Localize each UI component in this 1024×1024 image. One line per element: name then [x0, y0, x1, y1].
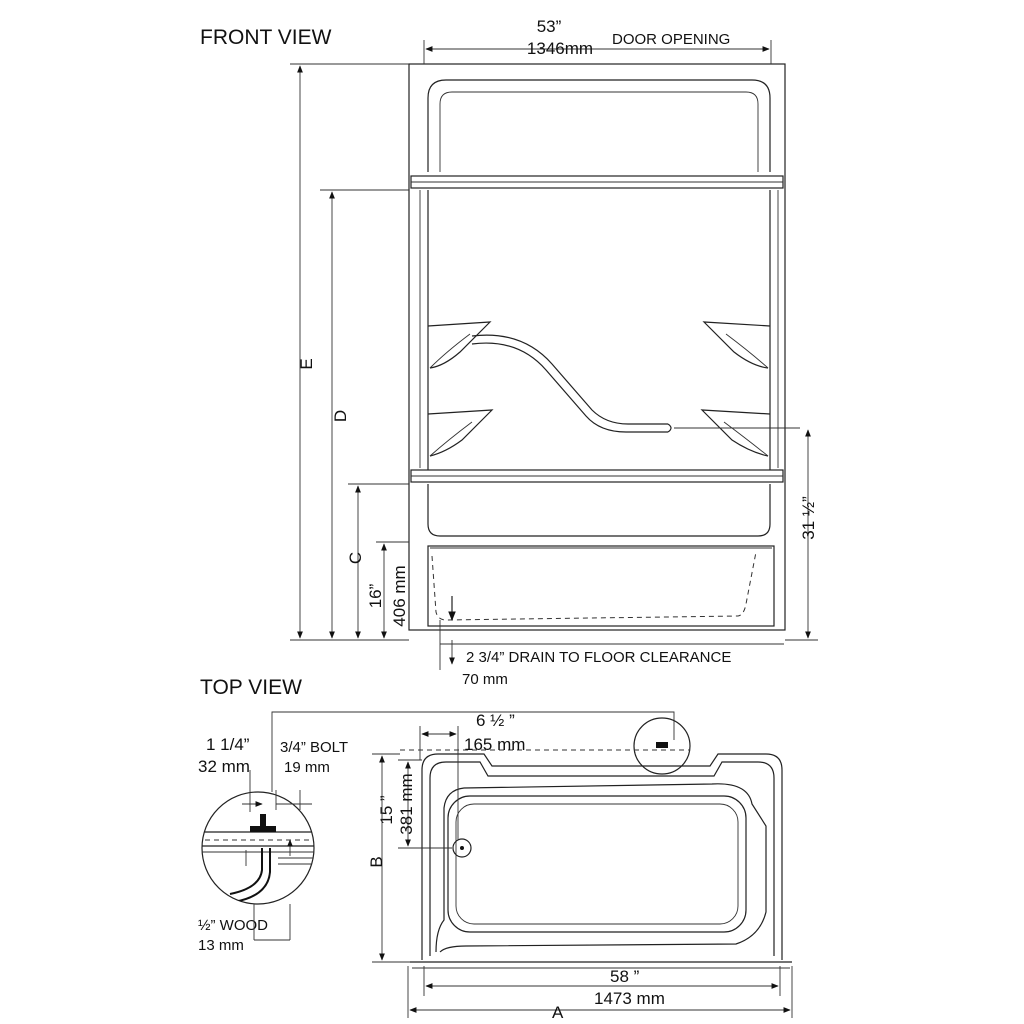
valve-height-inches: 31 ½”: [799, 496, 818, 540]
dimension-a: A: [407, 966, 793, 1022]
door-opening-label: DOOR OPENING: [612, 31, 730, 48]
drain-offset-mm: 165 mm: [464, 735, 525, 754]
detail-width-mm: 32 mm: [198, 757, 250, 776]
width-inches: 58 ”: [610, 967, 640, 986]
bolt-inches: 3/4” BOLT: [280, 739, 348, 756]
dimension-d: D: [320, 189, 409, 639]
dimension-e: E: [290, 63, 409, 641]
label-a: A: [552, 1003, 564, 1022]
drain-depth-inches: 15 ”: [377, 795, 396, 825]
drain-depth-mm: 381 mm: [397, 773, 416, 834]
label-d: D: [331, 410, 350, 422]
drain-depth-dimension: 15 ” 381 mm: [377, 759, 452, 849]
label-c: C: [346, 552, 365, 564]
drain-clearance-dimension: 2 3/4” DRAIN TO FLOOR CLEARANCE 70 mm: [439, 620, 784, 688]
door-opening-dimension: 53” 1346mm DOOR OPENING: [423, 17, 772, 64]
drain-clearance-inches: 2 3/4” DRAIN TO FLOOR CLEARANCE: [466, 649, 731, 666]
dimension-b: B: [367, 753, 410, 963]
door-opening-mm: 1346mm: [527, 39, 593, 58]
drain-clearance-mm: 70 mm: [462, 671, 508, 688]
width-mm: 1473 mm: [594, 989, 665, 1008]
wood-mm: 13 mm: [198, 937, 244, 954]
seat-height-dimension: 16” 406 mm: [366, 541, 409, 639]
seat-height-inches: 16”: [366, 583, 385, 608]
detail-width-inches: 1 1/4”: [206, 735, 250, 754]
wall-detail-labels: 1 1/4” 32 mm 3/4” BOLT 19 mm ½” WOOD 13 …: [198, 735, 348, 954]
label-b: B: [367, 856, 386, 867]
door-opening-inches: 53”: [537, 17, 562, 36]
dimension-c: C: [346, 483, 409, 639]
front-view-title: FRONT VIEW: [200, 26, 332, 49]
bolt-mm: 19 mm: [284, 759, 330, 776]
seat-height-mm: 406 mm: [390, 565, 409, 626]
wall-detail: [201, 791, 315, 905]
drain-offset-inches: 6 ½ ”: [476, 711, 515, 730]
front-view-drawing: [408, 63, 800, 631]
wood-inches: ½” WOOD: [198, 917, 268, 934]
tub-top-view: [400, 717, 792, 969]
drain-offset-dimension: 6 ½ ” 165 mm: [419, 711, 525, 840]
top-view-title: TOP VIEW: [200, 676, 302, 699]
valve-height-dimension: 31 ½”: [785, 429, 818, 641]
label-e: E: [297, 358, 316, 369]
detail-leader-line: [271, 711, 675, 792]
width-dimension: 58 ” 1473 mm: [423, 966, 781, 1008]
